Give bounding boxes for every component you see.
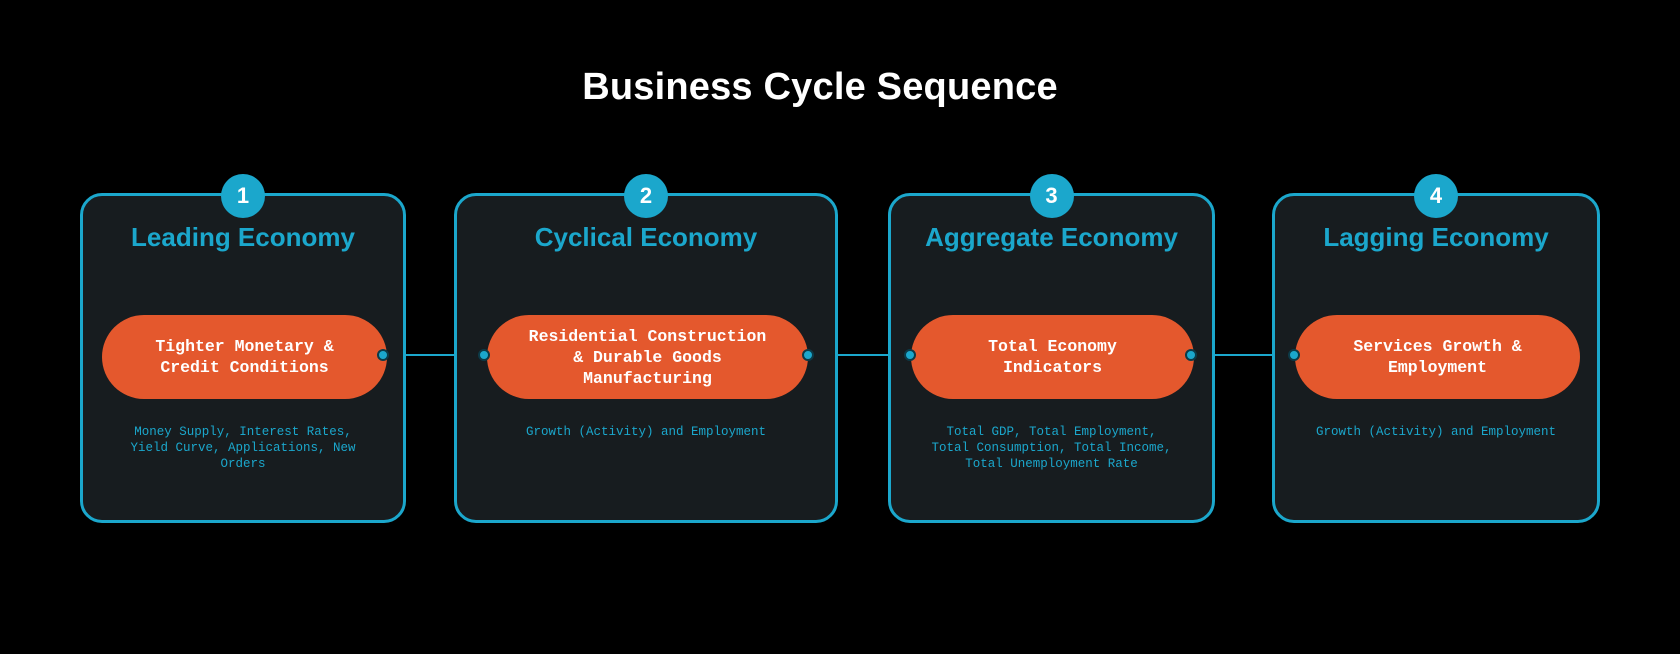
stage-pill: Residential Construction & Durable Goods… <box>487 315 808 399</box>
stage-number-badge: 1 <box>221 174 265 218</box>
connector-dot <box>478 349 490 361</box>
stage-pill: Services Growth & Employment <box>1295 315 1580 399</box>
stage-pill: Tighter Monetary & Credit Conditions <box>102 315 387 399</box>
stage-number-badge: 4 <box>1414 174 1458 218</box>
connector-dot <box>377 349 389 361</box>
connector-dot <box>1185 349 1197 361</box>
connector-3-4 <box>1191 354 1294 356</box>
stage-title: Cyclical Economy <box>534 222 758 252</box>
stage-description: Money Supply, Interest Rates, Yield Curv… <box>130 425 356 471</box>
stage-card-cyclical: 2 Cyclical Economy Residential Construct… <box>454 174 838 523</box>
stage-card-lagging: 4 Lagging Economy Services Growth & Empl… <box>1272 174 1600 523</box>
stage-description: Total GDP, Total Employment, Total Consu… <box>931 425 1172 471</box>
stage-number-badge: 2 <box>624 174 668 218</box>
connector-dot <box>904 349 916 361</box>
stage-title: Lagging Economy <box>1323 222 1549 252</box>
stage-title: Aggregate Economy <box>925 222 1178 252</box>
connector-dot <box>1288 349 1300 361</box>
stage-card-leading: 1 Leading Economy Tighter Monetary & Cre… <box>80 174 406 523</box>
connector-dot <box>802 349 814 361</box>
stage-pill: Total Economy Indicators <box>911 315 1194 399</box>
stage-title: Leading Economy <box>131 222 355 252</box>
stage-number-badge: 3 <box>1029 174 1074 218</box>
stage-description: Growth (Activity) and Employment <box>525 425 767 439</box>
connector-2-3 <box>808 354 910 356</box>
connector-1-2 <box>383 354 484 356</box>
diagram-title: Business Cycle Sequence <box>582 66 1058 108</box>
stage-description: Growth (Activity) and Employment <box>1315 425 1557 439</box>
stage-card-aggregate: 3 Aggregate Economy Total Economy Indica… <box>888 174 1215 523</box>
